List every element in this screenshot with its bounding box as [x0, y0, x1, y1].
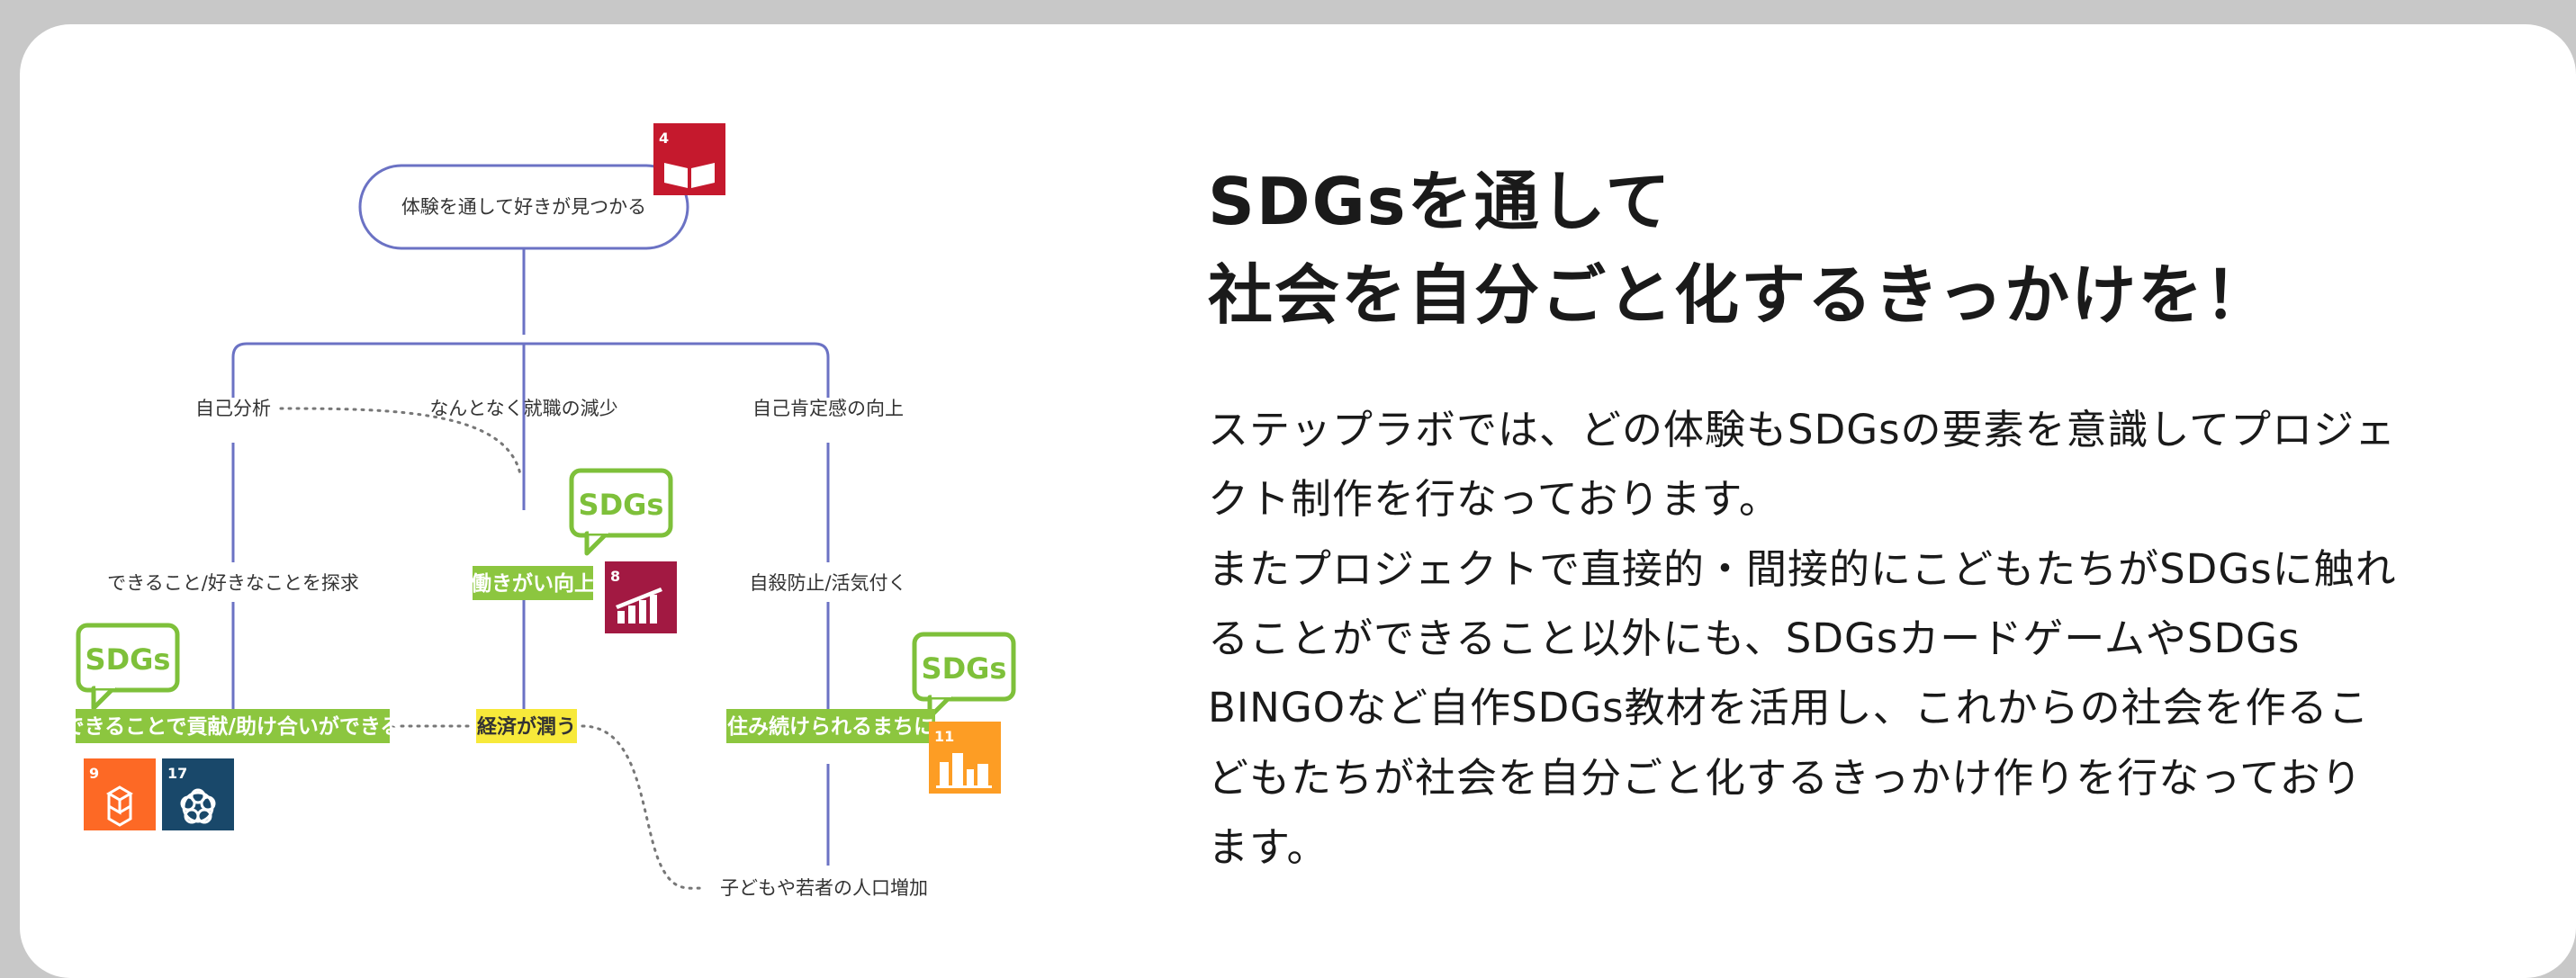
highlight-contribute: できることで貢献/助け合いができる — [64, 709, 401, 743]
highlight-economy-label: 経済が潤う — [477, 715, 576, 739]
body-line: またプロジェクトで直接的・間接的にこどもたちがSDGsに触れ — [1208, 544, 2397, 593]
sdg-4-number: 4 — [659, 130, 669, 147]
sdg-8-number: 8 — [610, 568, 620, 585]
city-icon — [936, 753, 992, 788]
book-icon — [664, 163, 715, 188]
sdgs-bubble-left: SDGs — [76, 623, 180, 711]
content-card: 体験を通して好きが見つかる 4 自己分析 なんとなく就職の減少 自己肯定感の向上… — [20, 24, 2576, 978]
body-line: ステップラボでは、どの体験もSDGsの要素を意識してプロジェ — [1208, 405, 2397, 453]
highlight-town-label: 住み続けられるまちに — [727, 714, 934, 739]
top-node: 体験を通して好きが見つかる — [358, 164, 689, 250]
headline-line-2: 社会を自分ごと化するきっかけを！ — [1208, 257, 2272, 334]
sdg-11-icon: 11 — [929, 722, 1001, 794]
body-paragraph: ステップラボでは、どの体験もSDGsの要素を意識してプロジェ クト制作を行なって… — [1208, 395, 2540, 883]
branch-label-job-reduction: なんとなく就職の減少 — [429, 398, 617, 419]
highlight-economy: 経済が潤う — [476, 709, 577, 743]
cubes-icon — [106, 785, 133, 827]
sdgs-bubble-right: SDGs — [912, 632, 1016, 720]
text-panel: SDGsを通して 社会を自分ごと化するきっかけを！ ステップラボでは、どの体験も… — [1208, 155, 2540, 883]
headline-line-1: SDGsを通して — [1208, 164, 1672, 239]
bottom-note: 子どもや若者の人口増加 — [720, 877, 928, 899]
highlight-contribute-label: できることで貢献/助け合いができる — [64, 714, 401, 739]
sdgs-bubble-center-label: SDGs — [579, 488, 664, 522]
sdg-9-number: 9 — [89, 765, 99, 782]
mid-label-explore: できること/好きなことを探求 — [107, 572, 359, 594]
highlight-work-label: 働きがい向上 — [470, 571, 595, 596]
sdg-17-icon: 17 — [162, 758, 234, 830]
body-line: BINGOなど自作SDGs教材を活用し、これからの社会を作るこ — [1208, 684, 2370, 732]
highlight-town: 住み続けられるまちに — [726, 709, 935, 743]
sdgs-bubble-right-label: SDGs — [922, 651, 1007, 686]
top-node-label: 体験を通して好きが見つかる — [401, 196, 646, 218]
growth-chart-icon — [616, 588, 662, 624]
sdgs-bubble-left-label: SDGs — [86, 642, 171, 677]
branch-label-self-analysis: 自己分析 — [195, 398, 271, 419]
body-line: どもたちが社会を自分ごと化するきっかけ作りを行なっており — [1208, 753, 2363, 802]
sdg-8-icon: 8 — [605, 561, 677, 633]
body-line: ます。 — [1208, 823, 1329, 872]
sdg-11-number: 11 — [934, 728, 954, 745]
body-line: クト制作を行なっております。 — [1208, 475, 1780, 524]
highlight-work: 働きがい向上 — [470, 566, 595, 600]
sdg-4-icon: 4 — [653, 123, 725, 195]
dotted-connectors — [279, 407, 706, 890]
sdgs-flow-diagram: 体験を通して好きが見つかる 4 自己分析 なんとなく就職の減少 自己肯定感の向上… — [64, 123, 1016, 899]
mid-label-suicide-prevention: 自殺防止/活気付く — [749, 572, 906, 594]
sdg-17-number: 17 — [167, 765, 187, 782]
connector-lines — [231, 249, 830, 866]
body-line: ることができること以外にも、SDGsカードゲームやSDGs — [1208, 614, 2301, 662]
sdg-9-icon: 9 — [84, 758, 156, 830]
flower-ring-icon — [180, 788, 216, 824]
headline: SDGsを通して 社会を自分ごと化するきっかけを！ — [1208, 155, 2540, 343]
sdgs-bubble-center: SDGs — [569, 468, 673, 556]
branch-label-self-esteem: 自己肯定感の向上 — [752, 398, 904, 419]
